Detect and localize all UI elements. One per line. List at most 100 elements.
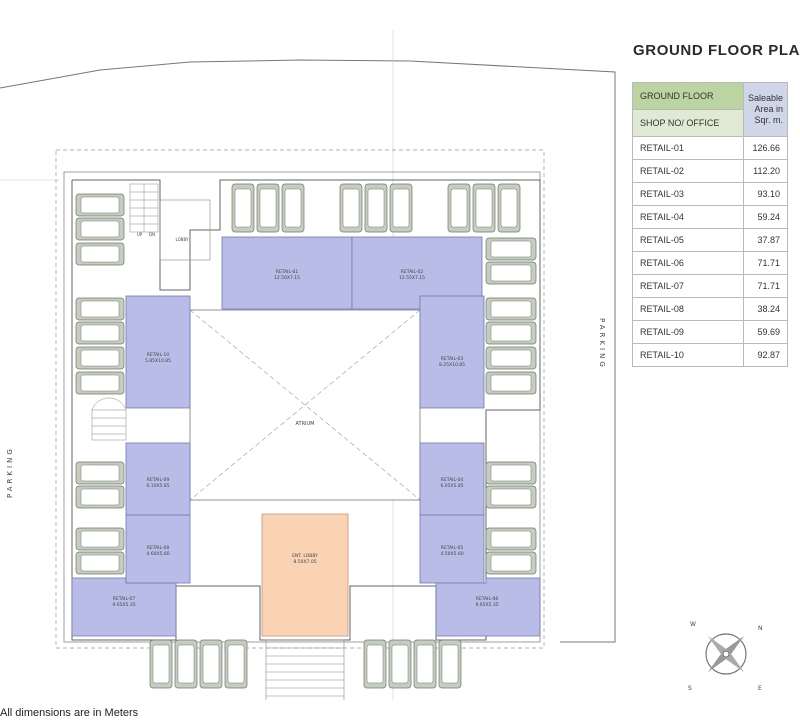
retail-10[interactable]: RETAIL-10 5.85X10.85	[125, 295, 191, 409]
unit-cell: RETAIL-06	[632, 251, 744, 275]
car-bay-inner	[441, 644, 459, 684]
stair-up-label: UP	[137, 232, 143, 237]
car-bay-inner	[490, 240, 532, 258]
car-bay-inner	[80, 245, 120, 263]
retail-07[interactable]: RETAIL-07 9.65X5.35	[71, 577, 177, 637]
car-bay-inner	[490, 300, 532, 318]
car-bay-inner	[367, 188, 385, 228]
parking-label-left: PARKING	[6, 446, 14, 498]
car-bay-inner	[366, 644, 384, 684]
retail-03[interactable]: RETAIL-03 8.25X10.85	[419, 295, 485, 409]
area-table: GROUND FLOOR Saleable Area in Sqr. m. SH…	[632, 82, 789, 367]
table-header-row: GROUND FLOOR Saleable Area in Sqr. m.	[632, 82, 789, 137]
compass-north: N	[758, 625, 763, 632]
car-bay-inner	[177, 644, 195, 684]
retail-04-dims: 6.05X5.85	[440, 483, 463, 489]
retail-09[interactable]: RETAIL-09 6.10X5.85	[125, 442, 191, 516]
lobby-area: LOBBY	[159, 199, 211, 261]
retail-05-name: RETAIL-05	[441, 545, 464, 551]
area-cell: 126.66	[742, 136, 789, 160]
retail-05[interactable]: RETAIL-05 4.50X5.60	[419, 514, 485, 584]
parking-label-right: PARKING	[598, 318, 606, 370]
unit-cell: RETAIL-08	[632, 297, 744, 321]
atrium-label: ATRIUM	[295, 421, 314, 427]
footer-note: All dimensions are in Meters	[0, 707, 139, 719]
table-subheader-row: SHOP NO/ OFFICE	[632, 109, 788, 137]
retail-08[interactable]: RETAIL-08 4.60X5.60	[125, 514, 191, 584]
car-bay-inner	[490, 264, 532, 282]
car-bay-inner	[227, 644, 245, 684]
car-bay-inner	[490, 530, 532, 548]
retail-01-dims: 12.50X7.15	[274, 275, 300, 281]
unit-cell: RETAIL-10	[632, 343, 744, 367]
unit-cell: RETAIL-03	[632, 182, 744, 206]
car-bay-inner	[490, 488, 532, 506]
retail-08-name: RETAIL-08	[147, 545, 170, 551]
car-bay-inner	[490, 324, 532, 342]
car-bay-inner	[450, 188, 468, 228]
car-bay-inner	[391, 644, 409, 684]
entrance-steps	[265, 639, 345, 700]
car-bay-inner	[152, 644, 170, 684]
car-bay-inner	[500, 188, 518, 228]
retail-07-dims: 9.65X5.35	[112, 602, 135, 608]
retail-07-name: RETAIL-07	[113, 596, 136, 602]
car-bay-inner	[490, 464, 532, 482]
retail-03-dims: 8.25X10.85	[439, 362, 465, 368]
car-bay-inner	[80, 196, 120, 214]
compass-west: W	[690, 621, 696, 628]
retail-06[interactable]: RETAIL-06 9.65X5.35	[435, 577, 541, 637]
parking-bays	[75, 183, 537, 689]
compass-south: S	[688, 685, 692, 692]
unit-cell: RETAIL-04	[632, 205, 744, 229]
stair-dn-label: DN	[149, 232, 155, 237]
retail-02-dims: 12.55X7.15	[399, 275, 425, 281]
retail-10-name: RETAIL-10	[147, 352, 170, 358]
unit-cell: RETAIL-09	[632, 320, 744, 344]
unit-cell: RETAIL-07	[632, 274, 744, 298]
car-bay-inner	[80, 464, 120, 482]
area-cell: 71.71	[742, 274, 789, 298]
car-bay-inner	[490, 374, 532, 392]
retail-03-name: RETAIL-03	[441, 356, 464, 362]
lobby-label: LOBBY	[176, 237, 190, 242]
car-bay-inner	[80, 220, 120, 238]
retail-04[interactable]: RETAIL-04 6.05X5.85	[419, 442, 485, 516]
entrance-lobby-dims: 8.50X7.05	[293, 559, 316, 565]
compass-east: E	[758, 685, 762, 692]
retail-09-dims: 6.10X5.85	[146, 483, 169, 489]
retail-08-dims: 4.60X5.60	[146, 551, 169, 557]
area-cell: 112.20	[742, 159, 789, 183]
entrance-lobby[interactable]: ENT. LOBBY 8.50X7.05	[261, 513, 349, 637]
retail-09-name: RETAIL-09	[147, 477, 170, 483]
area-cell: 93.10	[742, 182, 789, 206]
area-cell: 59.69	[742, 320, 789, 344]
floor-plan: ATRIUM RETAIL-01 12.50X7.15 RETAIL-02 12…	[0, 30, 616, 700]
car-bay-inner	[490, 554, 532, 572]
retail-01[interactable]: RETAIL-01 12.50X7.15	[221, 236, 353, 310]
retail-06-name: RETAIL-06	[476, 596, 499, 602]
unit-cell: RETAIL-05	[632, 228, 744, 252]
car-bay-inner	[416, 644, 434, 684]
car-bay-inner	[80, 488, 120, 506]
car-bay-inner	[392, 188, 410, 228]
retail-06-dims: 9.65X5.35	[475, 602, 498, 608]
area-cell: 37.87	[742, 228, 789, 252]
header-shop-no: SHOP NO/ OFFICE	[632, 109, 744, 137]
retail-05-dims: 4.50X5.60	[440, 551, 463, 557]
atrium: ATRIUM	[189, 309, 421, 501]
car-bay-inner	[80, 324, 120, 342]
car-bay-inner	[490, 349, 532, 367]
page-title: GROUND FLOOR PLAN	[633, 42, 800, 59]
car-bay-inner	[80, 300, 120, 318]
unit-cell: RETAIL-02	[632, 159, 744, 183]
staircase-bottom	[91, 397, 127, 441]
car-bay-inner	[202, 644, 220, 684]
retail-04-name: RETAIL-04	[441, 477, 464, 483]
